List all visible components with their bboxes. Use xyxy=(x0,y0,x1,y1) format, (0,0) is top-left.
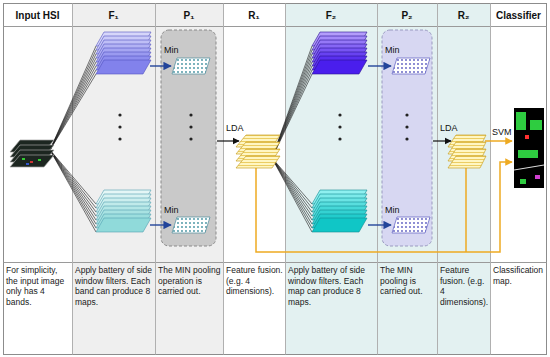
lda-label: LDA xyxy=(440,124,464,134)
filter-map-stack xyxy=(96,32,151,74)
feature-skip-line xyxy=(256,162,512,252)
column-header: R₂ xyxy=(438,4,489,26)
class-region xyxy=(535,175,540,179)
class-region xyxy=(516,112,526,130)
classification-map xyxy=(514,108,544,188)
column-description: Feature fusion. (e.g. 4 dimensions). xyxy=(440,265,488,353)
pooled-map xyxy=(392,217,430,233)
dot xyxy=(338,137,341,140)
table-border xyxy=(4,4,547,355)
min-arrow xyxy=(368,224,391,225)
column-description: Apply battery of side window filters. Ea… xyxy=(288,265,375,353)
class-region xyxy=(518,150,538,158)
filter-map xyxy=(96,60,151,74)
band-layer xyxy=(10,155,54,167)
dot xyxy=(405,137,408,140)
dot xyxy=(118,125,121,128)
filter-map xyxy=(96,218,151,232)
pooling-panel xyxy=(382,30,432,246)
lda-label: LDA xyxy=(226,124,250,134)
min-arrow xyxy=(150,224,171,225)
pooled-map xyxy=(172,58,210,74)
svm-label: SVM xyxy=(492,128,516,138)
fused-feature-stack xyxy=(448,135,486,168)
fused-feature-stack xyxy=(236,135,280,168)
class-region xyxy=(520,179,526,184)
filter-map-stack xyxy=(96,190,151,232)
fused-map xyxy=(236,156,280,168)
filter-map-stack xyxy=(312,190,367,232)
row-rule xyxy=(4,27,547,263)
column-description: Feature fusion. (e.g. 4 dimensions). xyxy=(226,265,283,353)
dot xyxy=(338,125,341,128)
column-header: R₁ xyxy=(224,4,284,26)
column-header: Input HSI xyxy=(4,4,71,26)
filter-fan-lines xyxy=(50,46,96,232)
pooling-panel xyxy=(161,30,216,246)
dot xyxy=(189,137,192,140)
scene-pixel xyxy=(26,163,29,165)
lda-arrow xyxy=(433,140,451,141)
column-description: For simplicity, the input image only has… xyxy=(6,265,70,353)
filter-map xyxy=(312,60,367,74)
feature-skip-line xyxy=(465,168,467,252)
min-label: Min xyxy=(385,206,409,216)
input-cube xyxy=(10,140,54,167)
class-region xyxy=(525,135,529,139)
scene-pixel xyxy=(22,158,25,160)
column-header: F₁ xyxy=(73,4,154,26)
svm-arrow xyxy=(485,140,512,142)
dot xyxy=(118,137,121,140)
column-header: Classifier xyxy=(491,4,546,26)
lda-arrow xyxy=(217,140,239,141)
column-header: P₂ xyxy=(378,4,436,26)
column-ground xyxy=(72,3,223,355)
dot xyxy=(189,125,192,128)
class-region xyxy=(530,120,542,130)
column-description: Classification map. xyxy=(493,265,545,353)
pooled-map xyxy=(172,217,210,233)
column-header: P₁ xyxy=(156,4,222,26)
column-description: The MIN pooling is carried out. xyxy=(380,265,435,353)
scene-pixel xyxy=(30,161,33,163)
dot xyxy=(405,113,408,116)
filter-map xyxy=(312,218,367,232)
dot xyxy=(189,113,192,116)
column-description: The MIN pooling operation is carried out… xyxy=(158,265,221,353)
dot xyxy=(405,125,408,128)
min-arrow xyxy=(150,65,171,66)
dot xyxy=(338,113,341,116)
filter-fan-lines xyxy=(272,46,312,232)
column-ground xyxy=(285,3,490,355)
column-rule xyxy=(73,4,491,355)
column-description: Apply battery of side window filters. Ea… xyxy=(75,265,153,353)
filter-map-stack xyxy=(312,32,367,74)
dot xyxy=(118,113,121,116)
column-header: F₂ xyxy=(286,4,376,26)
min-label: Min xyxy=(164,206,188,216)
min-label: Min xyxy=(164,46,188,56)
class-boundary xyxy=(514,165,544,170)
pooled-map xyxy=(392,58,430,74)
min-label: Min xyxy=(385,46,409,56)
scene-pixel xyxy=(38,159,41,161)
min-arrow xyxy=(368,65,391,66)
fused-map xyxy=(448,156,486,168)
